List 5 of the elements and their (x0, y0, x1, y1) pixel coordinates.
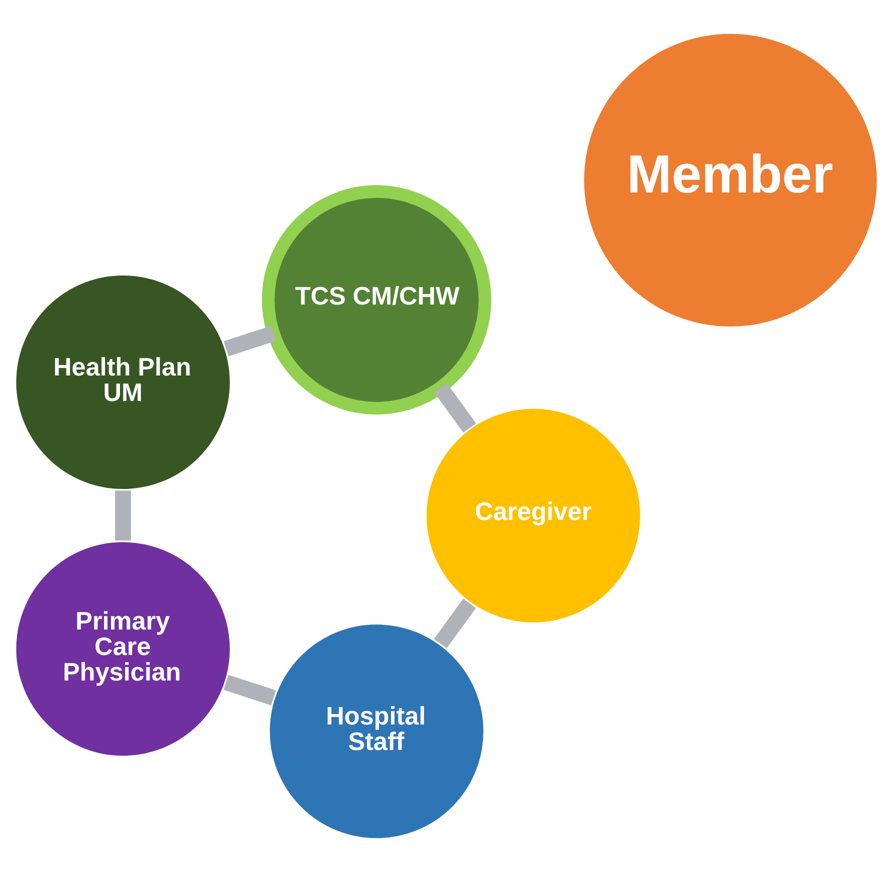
connector (115, 490, 131, 540)
connector (224, 674, 276, 706)
connector (224, 326, 276, 356)
node-circle: TCS CM/CHW (262, 185, 492, 415)
connector (434, 598, 476, 648)
